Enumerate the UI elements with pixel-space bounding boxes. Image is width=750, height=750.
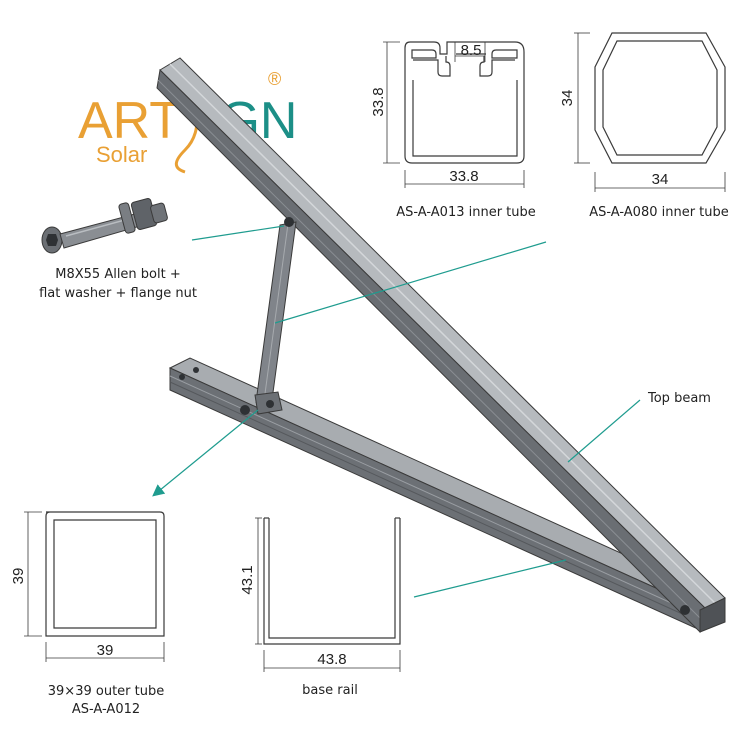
- base-rail-width-dimension: 43.8: [317, 651, 346, 668]
- a080-caption: AS-A-A080 inner tube: [589, 205, 729, 220]
- bolt-caption-line2: flat washer + flange nut: [39, 286, 197, 301]
- profile-a013-drawing: [404, 41, 525, 164]
- a012-caption-line2: AS-A-A012: [72, 702, 140, 717]
- profile-a080-drawing: [594, 32, 726, 164]
- allen-bolt-icon: [41, 198, 168, 254]
- a080-height-dimension: 34: [559, 90, 576, 107]
- a012-width-dimension: 39: [97, 642, 114, 659]
- joint-bolt-icon: [680, 605, 690, 615]
- base-rail-height-dimension: 43.1: [239, 565, 256, 594]
- a080-width-dimension: 34: [652, 171, 669, 188]
- leader-bolt: [191, 225, 285, 241]
- bolt-caption-line1: M8X55 Allen bolt +: [55, 267, 181, 282]
- a013-slot-dimension: 8.5: [461, 42, 482, 59]
- logo-registered-mark: ®: [268, 69, 281, 89]
- a080-dimension-lines: [574, 32, 726, 192]
- joint-bolt-icon: [266, 400, 274, 408]
- a012-caption-line1: 39×39 outer tube: [48, 684, 164, 699]
- leader-a012: [152, 409, 259, 497]
- a012-dimension-lines: [24, 511, 165, 662]
- leader-a013: [274, 241, 547, 324]
- base-rail-dimension-lines: [255, 517, 401, 672]
- a013-width-dimension: 33.8: [449, 168, 478, 185]
- leader-lines: [152, 225, 641, 598]
- leader-base-rail: [413, 559, 567, 598]
- a013-caption: AS-A-A013 inner tube: [396, 205, 536, 220]
- base-rail-caption: base rail: [302, 683, 358, 698]
- joint-bolt-icon: [284, 217, 294, 227]
- a012-height-dimension: 39: [10, 568, 27, 585]
- joint-bolt-icon: [240, 405, 250, 415]
- top-beam-label: Top beam: [647, 391, 711, 406]
- triangle-frame: [156, 57, 726, 634]
- profile-a012-drawing: [45, 511, 165, 637]
- logo-text-solar: Solar: [96, 142, 147, 167]
- profile-base-rail-drawing: [263, 517, 401, 645]
- logo-text-art: ART: [78, 92, 181, 150]
- a013-dimension-lines: [383, 41, 525, 188]
- leader-top-beam: [567, 399, 641, 463]
- a013-height-dimension: 33.8: [370, 87, 387, 116]
